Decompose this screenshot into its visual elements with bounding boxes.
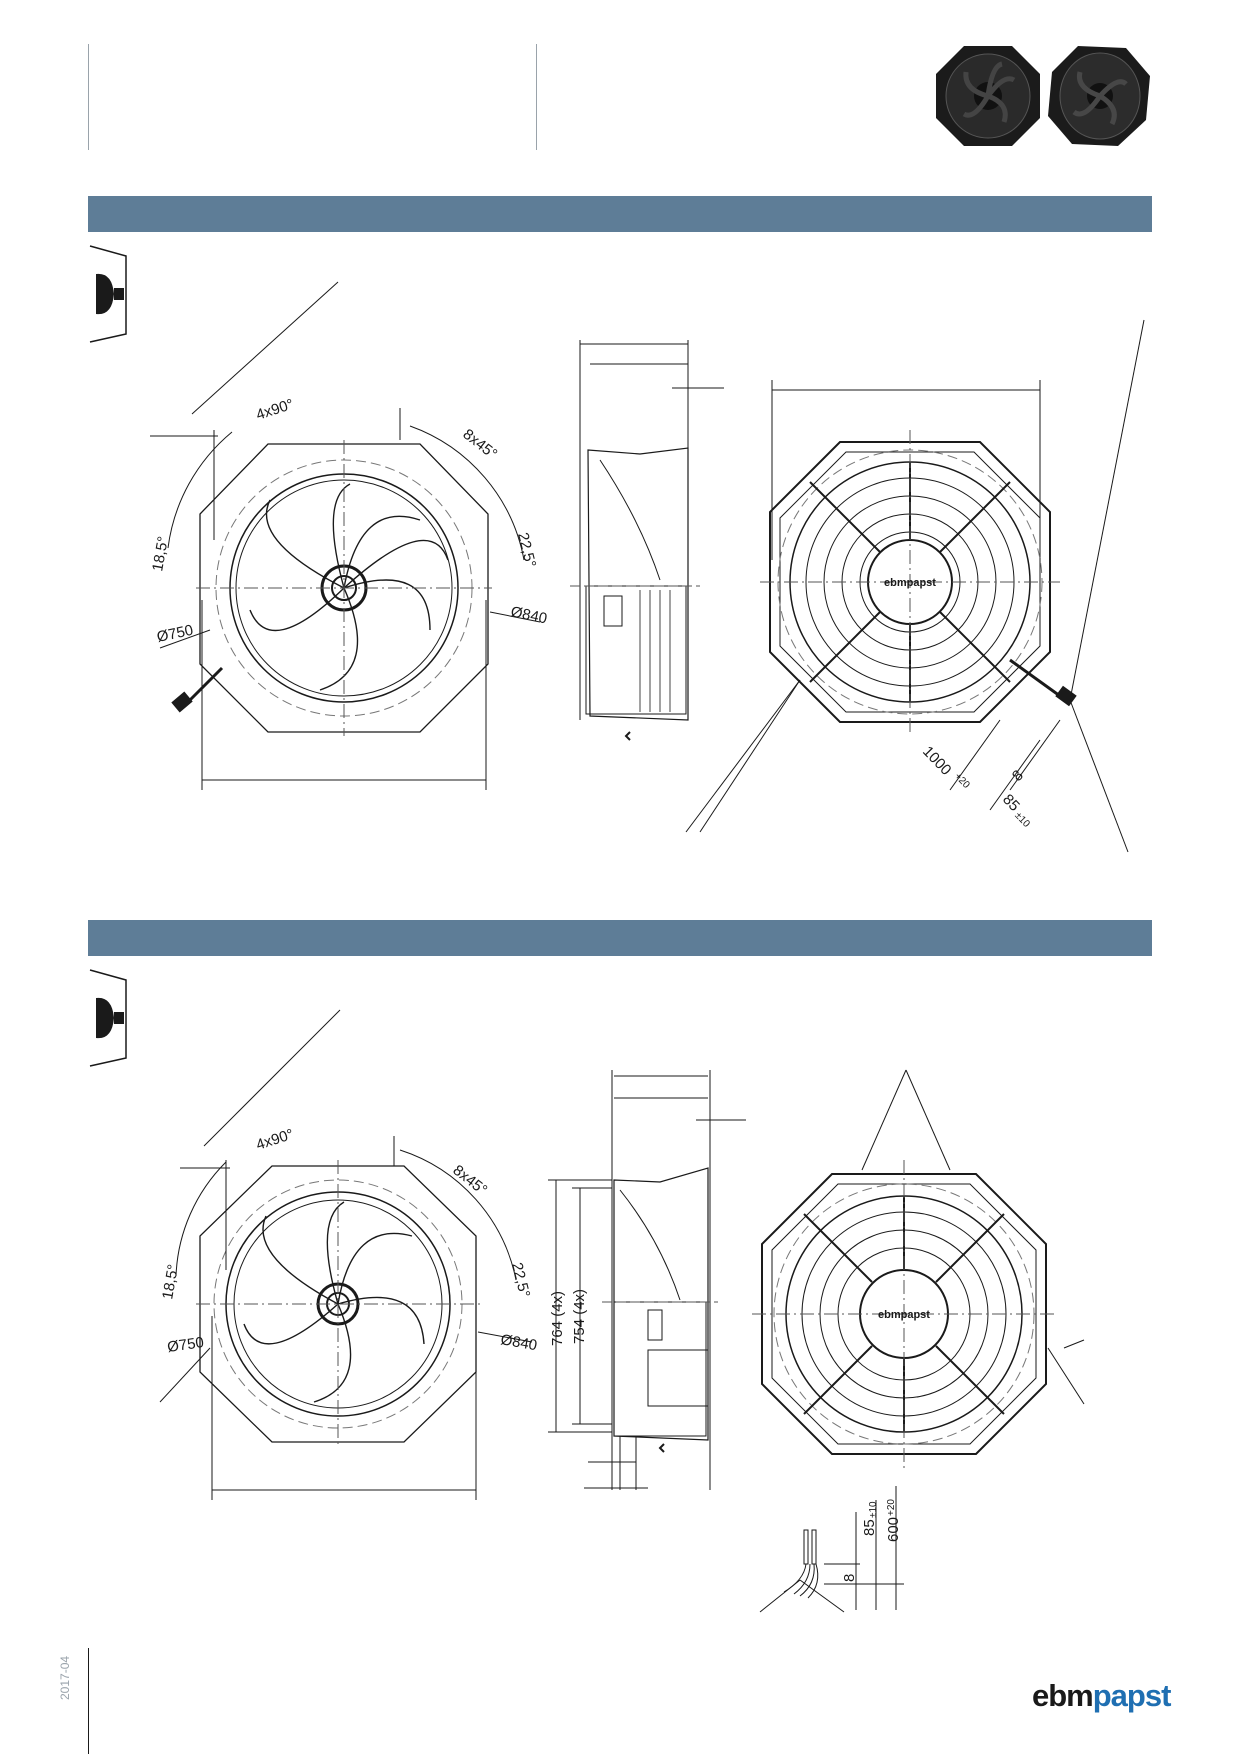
side-view-2	[548, 1070, 746, 1490]
section-2-header-bar	[88, 920, 1152, 956]
dim-angle-b: 22,5°	[508, 1261, 533, 1299]
dim-side-inner: 754 (4x)	[571, 1289, 588, 1344]
dim-angle-a: 18,5°	[159, 1263, 182, 1301]
dim-cable-length-tol: +20	[886, 1499, 897, 1516]
section-1-header-bar	[88, 196, 1152, 232]
front-view-2	[159, 1136, 533, 1500]
cable-detail-2	[759, 1486, 904, 1613]
dim-angle-pitch: 4x90°	[254, 1126, 296, 1154]
footer-divider	[88, 1648, 89, 1754]
front-view-1	[150, 408, 541, 790]
header-divider-mid	[536, 44, 537, 150]
airflow-direction-icon	[89, 245, 127, 343]
header-divider-left	[88, 44, 89, 150]
brand-logo: ebmpapst	[1032, 1678, 1172, 1714]
dim-wire-length-tol: ±10	[868, 1501, 879, 1518]
airflow-direction-icon	[89, 969, 127, 1067]
dim-angle-a: 18,5°	[149, 535, 172, 573]
logo-part-papst: papst	[1092, 1678, 1172, 1713]
dim-dia-outer: Ø840	[499, 1331, 538, 1354]
dim-wire-length: 85	[861, 1519, 878, 1536]
back-view-logo: ebmpapst	[884, 577, 936, 589]
dim-dia-inner: Ø750	[166, 1334, 205, 1356]
side-view-1	[570, 340, 724, 741]
back-view-1	[685, 319, 1145, 853]
revision-date: 2017-04	[58, 1655, 72, 1700]
fan-photo-front	[936, 46, 1040, 146]
logo-part-ebm: ebm	[1032, 1678, 1094, 1713]
back-view-logo: ebmpapst	[878, 1309, 930, 1321]
fan-photo-angle	[1048, 46, 1150, 146]
dim-cable-length: 600	[885, 1517, 902, 1542]
back-view-2	[752, 1069, 1085, 1468]
dim-strip-length: 8	[841, 1574, 858, 1582]
dim-side-outer: 764 (4x)	[549, 1291, 566, 1346]
